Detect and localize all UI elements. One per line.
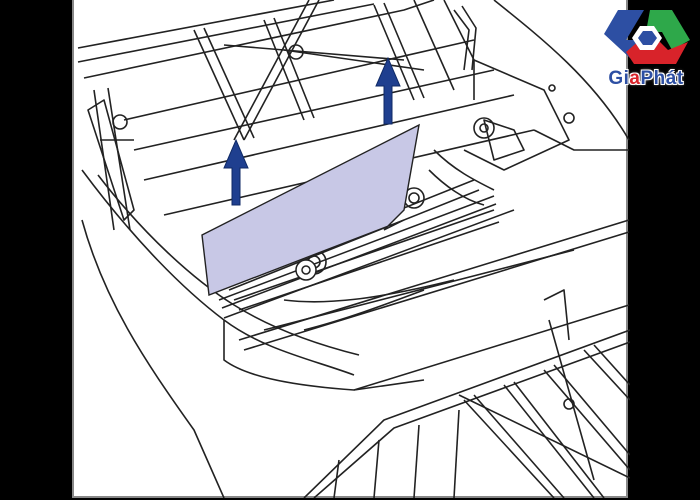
jammed-paper [201, 123, 420, 296]
gia-phat-logo: GiaPhát [596, 4, 696, 96]
printer-illustration: Remove jammed paper by pulling it upward [72, 0, 630, 498]
logo-text: GiaPhát [608, 68, 684, 89]
pull-up-arrow-right [375, 56, 401, 125]
printer-line-art [77, 0, 630, 498]
pull-up-arrow-left [223, 138, 249, 206]
logo-mark-icon [604, 10, 690, 64]
